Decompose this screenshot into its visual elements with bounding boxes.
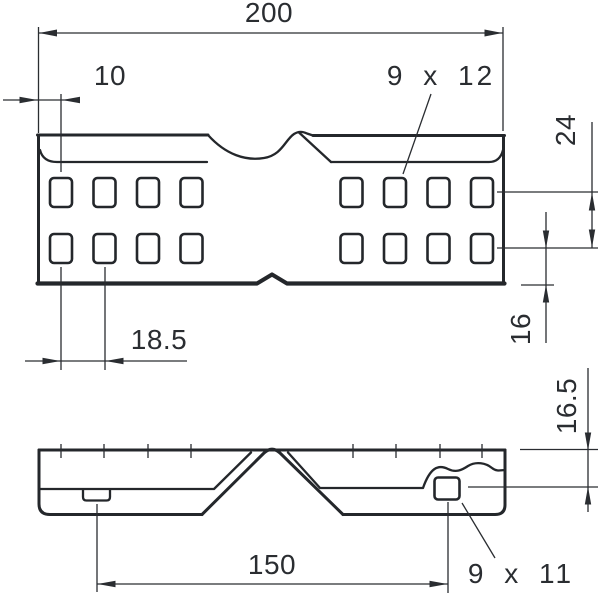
dim-first-hole-offset-label: 10 [94,60,126,91]
dim-first-hole-offset: 10 [3,60,126,172]
side-view-bend-apex [200,447,345,516]
hole [179,232,204,265]
dim-hole-pitch-label: 18.5 [131,324,188,355]
hole [135,176,161,209]
dim-row-center-spacing: 24 [497,114,598,249]
break-wave [206,130,315,160]
side-slot-small [81,488,112,502]
dim-bottom-row-offset-label: 16 [505,313,536,345]
hole [135,232,161,265]
hole [382,176,408,209]
break-wave-diagonal [297,131,333,164]
fold-line-right [329,148,505,164]
dim-hole-pitch: 18.5 [25,267,187,370]
hole [179,176,204,209]
hole [92,176,117,209]
hole [48,232,74,265]
dim-side-slot-height-label: 16.5 [551,378,582,435]
hole [469,176,495,209]
dim-perforation-size-top: 9 x 12 [387,60,495,175]
dim-overall-width-label: 200 [245,0,293,28]
hole [382,232,408,265]
hole [426,232,451,265]
top-view [35,130,507,286]
dimension-annotations: 200 10 9 x 12 24 [3,0,598,593]
side-view-left-bottom-contour [37,448,204,516]
dim-overall-width: 200 [37,0,504,133]
dim-side-slot-spacing: 150 [96,502,449,593]
hole [92,232,117,265]
hole-grid-left [48,176,204,265]
side-inner-line-left [37,451,253,491]
side-view [37,444,507,516]
side-view-right-bottom-contour [341,448,507,516]
dim-side-slot-spacing-label: 150 [248,549,296,580]
hole [339,176,364,209]
side-inner-line-right [286,451,507,490]
side-slot-9x11 [433,476,461,501]
leader-line-9x12 [402,93,432,175]
dim-perforation-size-side-label: 9 x 11 [468,558,574,589]
dim-bottom-row-offset: 16 [505,212,554,345]
hole-grid-right [339,176,495,265]
dim-side-slot-height: 16.5 [468,368,598,512]
dim-perforation-size-side: 9 x 11 [461,502,574,589]
fold-line-left [38,148,209,164]
hole [426,176,451,209]
hole-centerline-ticks [60,444,483,458]
top-view-bottom-edge [35,272,507,286]
dim-row-center-spacing-label: 24 [550,114,581,146]
hole [339,232,364,265]
leader-line-9x11 [461,502,496,559]
hole [48,176,74,209]
hole [469,232,495,265]
dim-perforation-size-top-label: 9 x 12 [387,60,495,91]
